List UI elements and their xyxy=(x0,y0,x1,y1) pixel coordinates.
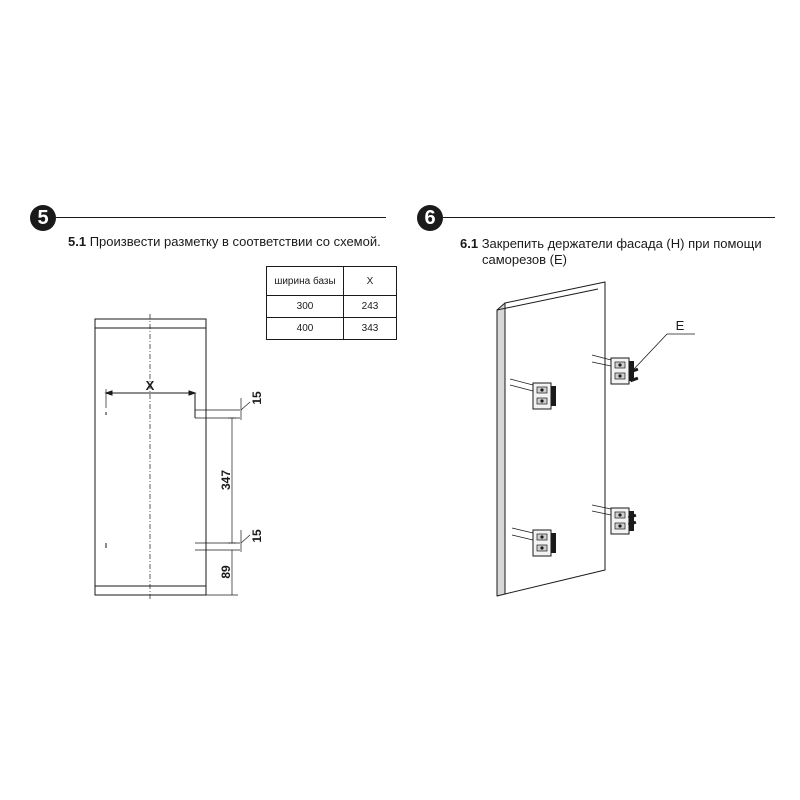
step-6-1-label: 6.1 xyxy=(460,236,479,251)
holder-upper-right xyxy=(591,354,635,385)
callout-e-leader xyxy=(633,333,668,370)
dim-89-label: 89 xyxy=(219,565,233,579)
dim-15-bottom-leader xyxy=(240,534,251,544)
x-arrow-right xyxy=(188,390,197,396)
dim-15-bottom-label: 15 xyxy=(250,529,264,543)
spec-table-row: 300 243 xyxy=(266,295,397,318)
facade-panel-front xyxy=(504,281,606,595)
callout-e-label: E xyxy=(676,318,685,333)
step-6-badge: 6 xyxy=(417,205,443,231)
x-arrow-left xyxy=(104,390,113,396)
header-x: X xyxy=(343,266,397,296)
screws-upper xyxy=(629,367,639,383)
dim-x-label: X xyxy=(146,378,155,393)
step-5-1-label: 5.1 xyxy=(68,234,87,249)
step-6-line-1: 6.1 Закрепить держатели фасада (Н) при п… xyxy=(460,236,762,252)
dim-347-label: 347 xyxy=(219,470,233,490)
holder-upper-left xyxy=(509,378,557,410)
spec-table: ширина базы X 300 243 400 343 xyxy=(266,266,397,340)
facade-panel-top-edge xyxy=(496,288,599,311)
step-5-1-text: Произвести разметку в соответствии со сх… xyxy=(89,234,381,249)
cell-x: 243 xyxy=(343,295,397,318)
step-5-rule xyxy=(56,217,386,218)
cell-width: 300 xyxy=(266,295,344,318)
screws-lower xyxy=(627,513,637,527)
panel-outline xyxy=(94,318,207,596)
cell-width: 400 xyxy=(266,317,344,340)
holder-lower-right xyxy=(591,504,635,535)
facade-panel-side xyxy=(496,302,506,597)
step-5-instruction: 5.1 Произвести разметку в соответствии с… xyxy=(68,234,381,250)
dim-15-top-label: 15 xyxy=(250,391,264,405)
step-6-1-text: Закрепить держатели фасада (Н) при помощ… xyxy=(481,236,762,251)
holder-lower-left xyxy=(511,527,557,557)
cell-x: 343 xyxy=(343,317,397,340)
step-6-instruction: 6.1 Закрепить держатели фасада (Н) при п… xyxy=(460,236,762,268)
dim-15-top-leader xyxy=(240,401,251,411)
step-6-line-2: саморезов (Е) xyxy=(482,252,567,267)
step-5-badge: 5 xyxy=(30,205,56,231)
spec-table-row: 400 343 xyxy=(266,317,397,340)
spec-table-header: ширина базы X xyxy=(266,266,397,296)
step-6-rule xyxy=(443,217,775,218)
header-base-width: ширина базы xyxy=(266,266,344,296)
